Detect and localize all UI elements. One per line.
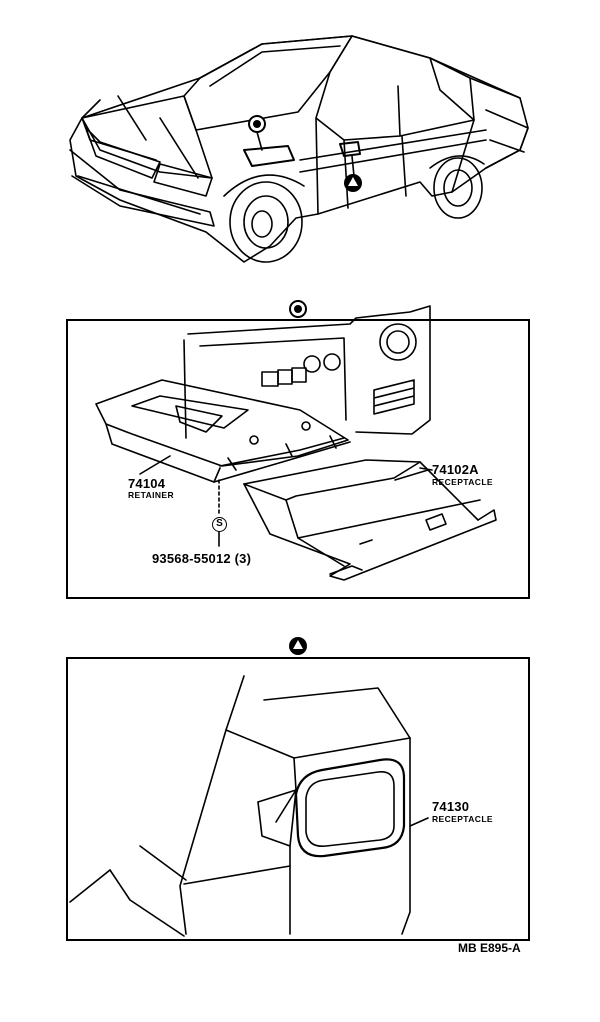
car-callout-a-marker — [248, 115, 266, 133]
drawing-code: MB E895-A — [458, 941, 521, 955]
car-callout-b-triangle — [348, 177, 358, 186]
panel-a-drawing — [95, 305, 497, 581]
panel-b-frame — [66, 657, 530, 941]
part-74104-name: RETAINER — [128, 490, 175, 500]
panel-a-marker-dot — [294, 305, 302, 313]
panel-b-marker — [289, 637, 307, 655]
car-callout-a-dot — [253, 120, 261, 128]
screw-symbol: S — [212, 517, 227, 532]
part-74102a-number: 74102A — [432, 462, 479, 477]
panel-a-frame — [66, 319, 530, 599]
panel-b-marker-triangle — [293, 640, 303, 649]
part-93568-number: 93568-55012 (3) — [152, 551, 252, 566]
car-illustration — [69, 35, 529, 263]
part-74130-name: RECEPTACLE — [432, 814, 493, 824]
panel-a-marker — [289, 300, 307, 318]
panel-b-drawing — [69, 675, 429, 937]
car-callout-b-marker — [344, 174, 362, 192]
part-74102a-name: RECEPTACLE — [432, 477, 493, 487]
part-74104-number: 74104 — [128, 476, 166, 491]
part-74130-number: 74130 — [432, 799, 470, 814]
